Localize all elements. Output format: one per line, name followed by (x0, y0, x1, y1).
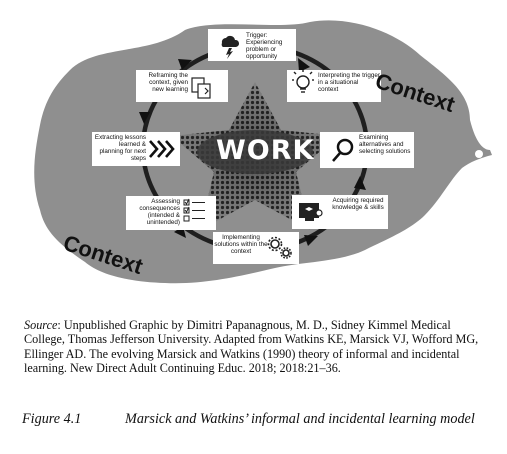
lightbulb-icon (292, 70, 314, 93)
magnifier-icon (332, 138, 354, 162)
center-label-work: WORK (216, 135, 315, 166)
checklist-icon (183, 198, 205, 222)
figure-title: Marsick and Watkins’ informal and incide… (125, 411, 475, 427)
step-label-interpret: Interpreting the trigger in a situationa… (318, 72, 380, 94)
arrowhead (139, 112, 150, 124)
source-label: Source (24, 318, 58, 332)
step-label-assess: Assessing consequences (intended & unint… (139, 198, 180, 227)
learning-model-diagram (34, 20, 492, 284)
source-text: : Unpublished Graphic by Dimitri Papanag… (24, 318, 479, 376)
cloud-tag-hole (475, 150, 483, 158)
forward-chevrons-icon (149, 140, 175, 158)
step-label-implement: Implementing solutions within the contex… (214, 234, 268, 256)
arrowhead (178, 59, 192, 70)
learning-screen-icon (299, 203, 323, 221)
step-box-assess (126, 196, 216, 230)
gears-icon (267, 236, 292, 259)
arrowhead (298, 58, 310, 72)
arrowhead (304, 235, 318, 246)
step-box-reframe (136, 70, 228, 102)
storm-cloud-icon (221, 35, 240, 59)
step-label-reframe: Reframing the context, given new learnin… (148, 72, 188, 94)
step-box-examine (320, 132, 414, 168)
documents-icon (191, 77, 211, 99)
step-label-trigger: Trigger: Experiencing problem or opportu… (246, 32, 283, 61)
figure-number: Figure 4.1 (22, 411, 82, 427)
step-label-acquire: Acquiring required knowledge & skills (332, 197, 384, 212)
step-boxes (92, 29, 414, 264)
arrowhead (354, 176, 366, 190)
step-label-extract: Extracting lessons learned & planning fo… (94, 134, 146, 163)
step-label-examine: Examining alternatives and selecting sol… (359, 134, 411, 156)
source-caption: Source: Unpublished Graphic by Dimitri P… (24, 318, 484, 376)
